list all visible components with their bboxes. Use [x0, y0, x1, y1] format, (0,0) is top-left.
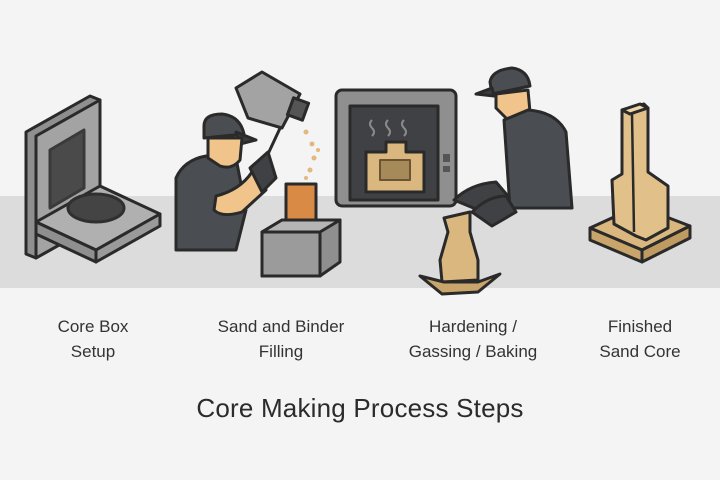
step-label-finished-sand-core: Finished Sand Core: [560, 314, 720, 364]
step-label-line: Sand and Binder: [217, 317, 345, 336]
step-label-line: Filling: [258, 342, 304, 361]
finished-core-icon: [588, 102, 692, 264]
step-label-hardening: Hardening / Gassing / Baking: [393, 314, 553, 364]
step-label-line: Hardening /: [429, 317, 517, 336]
step-label-line: Core Box: [57, 317, 129, 336]
step-label-core-box-setup: Core Box Setup: [13, 314, 173, 364]
oven-worker-icon: [334, 66, 574, 296]
step-label-line: Finished: [607, 317, 673, 336]
step-label-line: Setup: [70, 342, 116, 361]
diagram-title: Core Making Process Steps: [196, 393, 524, 423]
worker-pouring-sand-icon: [174, 70, 342, 278]
step-label-sand-binder-filling: Sand and Binder Filling: [201, 314, 361, 364]
core-box-icon: [24, 94, 162, 264]
step-label-line: Gassing / Baking: [408, 342, 538, 361]
step-label-line: Sand Core: [599, 342, 681, 361]
process-illustration: [24, 66, 692, 296]
